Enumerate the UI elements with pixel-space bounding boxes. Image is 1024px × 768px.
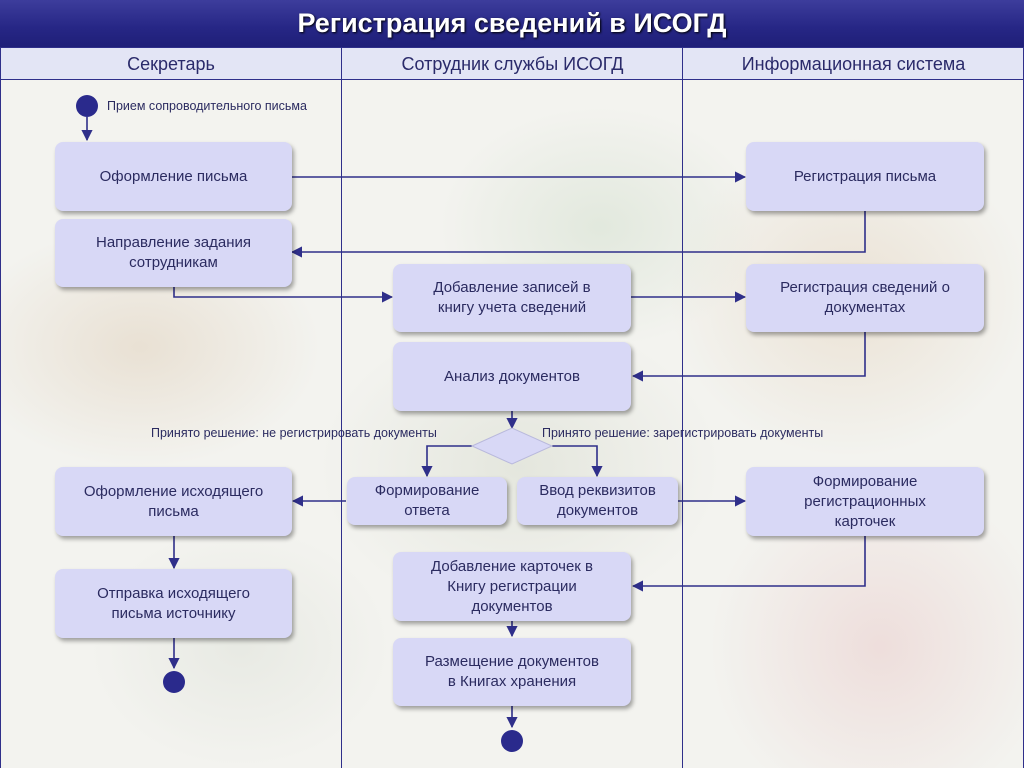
node-label: Формирование xyxy=(374,482,480,499)
node-label: карточек xyxy=(834,512,896,530)
node-label: Отправка исходящего xyxy=(97,584,250,602)
node-letter-preparation[interactable]: Оформление письма xyxy=(55,142,292,211)
node-label: письма xyxy=(148,502,199,520)
node-label: документов xyxy=(556,502,639,519)
node-label: Анализ документов xyxy=(444,367,580,385)
node-register-docs[interactable]: Регистрация сведений о документах xyxy=(746,264,984,332)
node-register-letter[interactable]: Регистрация письма xyxy=(746,142,984,211)
node-place-docs[interactable]: Размещение документов в Книгах хранения xyxy=(393,638,631,706)
node-outgoing-letter[interactable]: Оформление исходящего письма xyxy=(55,467,292,536)
node-analysis[interactable]: Анализ документов xyxy=(393,342,631,411)
decision-no-label: Принято решение: не регистрировать докум… xyxy=(151,426,437,440)
lane-divider-left xyxy=(0,47,1,768)
lane-header-secretary: Секретарь xyxy=(0,47,342,80)
node-label: Регистрация письма xyxy=(793,167,937,185)
lane-header-info-system: Информационная система xyxy=(683,47,1024,80)
node-label: книгу учета сведений xyxy=(437,299,587,316)
node-label: Размещение документов xyxy=(424,653,599,670)
node-add-cards[interactable]: Добавление карточек в Книгу регистрации … xyxy=(393,552,631,621)
lane-header-isogd-staff: Сотрудник службы ИСОГД xyxy=(342,47,683,80)
node-label: Добавление карточек в xyxy=(431,557,593,575)
lane-divider-1 xyxy=(341,47,342,768)
node-label: Оформление исходящего xyxy=(83,482,264,500)
node-direct-task[interactable]: Направление задания сотрудникам xyxy=(55,219,292,287)
lane-divider-2 xyxy=(682,47,683,768)
node-form-cards[interactable]: Формирование регистрационных карточек xyxy=(746,467,984,536)
node-label: документах xyxy=(824,299,906,316)
node-label: в Книгах хранения xyxy=(447,673,577,690)
node-label: Формирование xyxy=(812,472,918,490)
node-add-records[interactable]: Добавление записей в книгу учета сведени… xyxy=(393,264,631,332)
node-label: Регистрация сведений о xyxy=(780,279,950,296)
node-form-response[interactable]: Формирование ответа xyxy=(347,477,507,525)
start-label: Прием сопроводительного письма xyxy=(107,99,307,113)
node-send-letter[interactable]: Отправка исходящего письма источнику xyxy=(55,569,292,638)
node-label: сотрудникам xyxy=(129,254,218,271)
node-label: письма источнику xyxy=(111,604,236,622)
node-label: Добавление записей в xyxy=(433,279,591,296)
node-label: Направление задания xyxy=(96,234,251,251)
node-label: регистрационных xyxy=(804,492,926,510)
node-label: ответа xyxy=(404,502,450,519)
node-label: документов xyxy=(471,597,553,615)
node-label: Книгу регистрации xyxy=(447,577,577,595)
decision-yes-label: Принято решение: зарегистрировать докуме… xyxy=(542,426,824,440)
node-label: Оформление письма xyxy=(99,167,248,185)
page-title: Регистрация сведений в ИСОГД xyxy=(0,0,1024,47)
node-enter-details[interactable]: Ввод реквизитов документов xyxy=(517,477,678,525)
node-label: Ввод реквизитов xyxy=(539,482,656,499)
